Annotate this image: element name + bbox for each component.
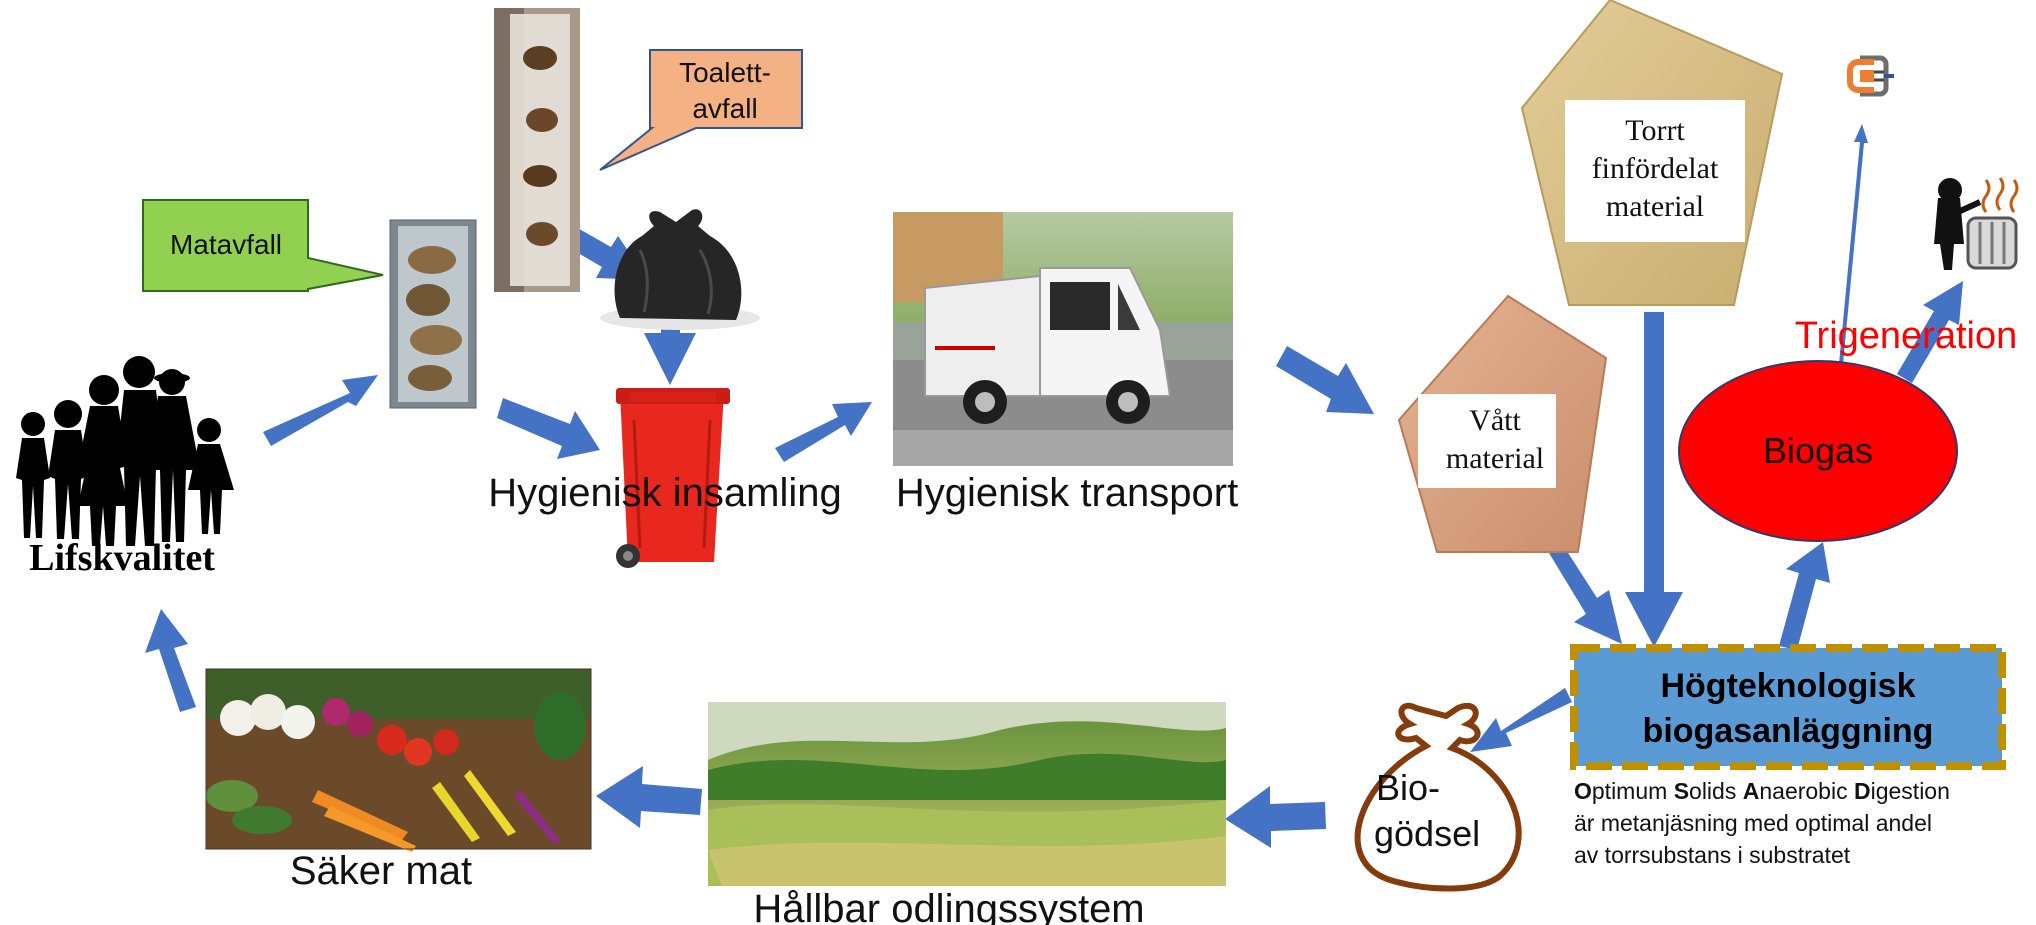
arrow-dry-to-plant — [1625, 312, 1683, 647]
hygienisk-insamling-label: Hygienisk insamling — [488, 471, 841, 515]
matavfall-callout: Matavfall — [142, 199, 384, 292]
black-garbage-bag-icon — [600, 209, 760, 330]
heater-person-icon — [1934, 177, 2019, 270]
fertilizer-bag-icon: Bio- gödsel — [1354, 703, 1522, 892]
arrow-family-to-foodwaste — [263, 375, 378, 446]
power-plug-icon — [1847, 55, 1894, 97]
arrow-vegetables-to-family — [145, 609, 196, 712]
arrow-biogas-to-plug — [1839, 124, 1868, 364]
wet-material-pentagon: Vått material — [1397, 294, 1608, 553]
arrow-foodwaste-to-bin — [497, 398, 600, 459]
farmland-image — [708, 702, 1226, 886]
wet-material-line1: Vått — [1469, 404, 1521, 437]
hygienisk-transport-label: Hygienisk transport — [896, 471, 1238, 515]
biogas-plant-box: Högteknologisk biogasanläggning — [1570, 644, 2006, 770]
toalett-label-line2: avfall — [692, 93, 757, 124]
arrow-plant-to-biogodsel — [1470, 688, 1572, 752]
plant-label-line2: biogasanläggning — [1643, 712, 1934, 750]
saker-mat-label: Säker mat — [290, 849, 472, 893]
matavfall-label: Matavfall — [170, 229, 282, 260]
toalett-avfall-callout: Toalett- avfall — [599, 49, 803, 171]
arrow-bag-to-bin — [644, 284, 696, 385]
arrow-biogas-to-heater — [1897, 281, 1963, 383]
dry-material-line1: Torrt — [1625, 114, 1685, 147]
vegetables-image — [205, 668, 592, 852]
osad-line1: Optimum Solids Anaerobic Digestion — [1574, 778, 1950, 804]
biogas-label: Biogas — [1763, 430, 1873, 471]
wet-material-line2: material — [1446, 442, 1544, 475]
arrow-truck-to-wet — [1276, 346, 1374, 414]
plant-label-line1: Högteknologisk — [1660, 667, 1915, 705]
biogas-ellipse: Biogas — [1678, 360, 1958, 542]
toilet-waste-bag-icon — [494, 8, 580, 292]
dry-material-line3: material — [1606, 190, 1704, 223]
dry-material-line2: finfördelat — [1592, 152, 1719, 185]
osad-description: Optimum Solids Anaerobic Digestion är me… — [1574, 775, 1950, 871]
lifskvalitet-label: Lifskvalitet — [29, 537, 215, 579]
toalett-label-line1: Toalett- — [679, 57, 771, 88]
electric-truck-icon — [893, 212, 1233, 466]
family-silhouette-icon — [16, 356, 234, 546]
dry-material-pentagon: Torrt finfördelat material — [1520, 0, 1784, 306]
arrow-biogodsel-to-farmland — [1225, 786, 1326, 848]
arrow-farmland-to-vegetables — [596, 766, 702, 828]
arrow-wet-to-plant — [1549, 545, 1622, 644]
trigeneration-label: Trigeneration — [1795, 315, 2018, 357]
osad-line2: är metanjäsning med optimal andel — [1574, 810, 1932, 836]
red-wheelie-bin-icon — [616, 388, 730, 568]
food-waste-bag-icon — [389, 219, 477, 409]
arrow-bin-to-truck — [775, 402, 872, 462]
biogodsel-line2: gödsel — [1374, 813, 1480, 854]
biogodsel-line1: Bio- — [1376, 767, 1440, 808]
osad-line3: av torrsubstans i substratet — [1574, 842, 1851, 868]
arrow-plant-to-biogas — [1779, 542, 1830, 650]
hallbar-odlingssystem-label: Hållbar odlingssystem — [753, 887, 1144, 925]
